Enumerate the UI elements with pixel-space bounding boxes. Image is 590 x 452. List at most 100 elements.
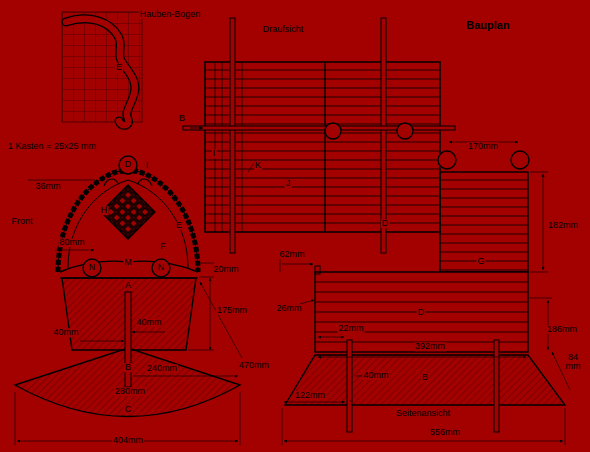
slat-line — [440, 225, 528, 226]
bow-template — [66, 19, 135, 126]
side-view — [282, 408, 283, 445]
drawing-label: B — [421, 373, 429, 382]
drawing-label: D — [124, 160, 133, 169]
slat-line — [205, 214, 440, 215]
drawing-label: 20mm — [212, 265, 239, 274]
drawing-label: 122mm — [294, 391, 326, 400]
slat-line — [205, 142, 440, 143]
drawing-label: 182mm — [547, 221, 579, 230]
drawing-title: Bauplan — [466, 19, 509, 31]
slat-line — [205, 79, 440, 80]
slat-line — [315, 322, 528, 323]
side-view — [438, 151, 456, 169]
front-view — [125, 292, 131, 387]
front-view — [199, 277, 214, 278]
slat-line — [205, 70, 440, 71]
slat-line — [205, 151, 440, 152]
front-view — [199, 263, 214, 264]
side-view — [440, 180, 528, 270]
front-view — [80, 341, 124, 342]
side-view — [494, 340, 499, 432]
drawing-label: Draufsicht — [262, 25, 305, 34]
side-view — [530, 172, 548, 173]
slat-line — [205, 169, 440, 170]
slat-line — [205, 88, 440, 89]
drawing-label: 80mm — [58, 238, 85, 247]
side-view — [440, 172, 528, 272]
slat-line — [440, 198, 528, 199]
front-view — [15, 156, 242, 445]
drawing-label: 240mm — [146, 364, 178, 373]
slat-line — [205, 115, 440, 116]
drawing-label: 556mm — [429, 428, 461, 437]
front-view — [101, 185, 155, 239]
side-view — [318, 357, 526, 358]
drawing-label: 170mm — [467, 142, 499, 151]
front-view — [58, 171, 198, 272]
slat-line — [205, 178, 440, 179]
side-view — [284, 402, 345, 403]
side-view — [280, 142, 570, 445]
drawing-label: 84 mm — [564, 353, 582, 372]
drawing-label: G — [476, 257, 485, 266]
slat-line — [205, 223, 440, 224]
side-view — [285, 355, 565, 405]
side-view — [315, 266, 320, 274]
drawing-label: I — [212, 149, 217, 158]
drawing-label: F — [159, 242, 167, 251]
drawing-label: 1 Kasten = 25x25 mm — [7, 142, 97, 151]
front-view — [200, 282, 242, 358]
side-view — [530, 298, 552, 299]
front-view — [68, 180, 188, 268]
top-view — [222, 62, 223, 232]
front-view — [152, 259, 170, 277]
drawing-label: N — [88, 263, 97, 272]
top-view — [190, 128, 203, 129]
side-view — [318, 337, 344, 338]
drawing-label: K — [254, 161, 262, 170]
drawing-label: A — [124, 281, 132, 290]
slat-line — [315, 282, 528, 283]
drawing-label: B — [178, 114, 186, 123]
drawing-label: E — [115, 63, 123, 72]
top-view — [324, 62, 325, 232]
front-view — [55, 250, 94, 251]
drawing-label: 62mm — [278, 250, 305, 259]
drawing-label: 392mm — [414, 342, 446, 351]
slat-line — [440, 234, 528, 235]
top-view — [183, 18, 455, 253]
drawing-label: 22mm — [337, 324, 364, 333]
drawing-label: I — [145, 161, 150, 170]
side-view — [565, 408, 566, 445]
drawing-label: J — [285, 179, 292, 188]
slat-line — [440, 207, 528, 208]
side-view — [543, 174, 544, 270]
slat-line — [440, 270, 528, 271]
drawing-label: 36mm — [34, 182, 61, 191]
drawing-label: D — [381, 219, 390, 228]
drawing-label: Hauben-Bogen — [139, 10, 202, 19]
front-view — [132, 332, 165, 333]
front-view — [28, 180, 95, 181]
bow-template — [66, 19, 135, 126]
front-view — [133, 376, 238, 377]
slat-line — [205, 187, 440, 188]
top-view — [397, 123, 413, 139]
slat-line — [315, 302, 528, 303]
front-view — [188, 350, 214, 351]
front-view — [83, 259, 101, 277]
top-view — [242, 62, 243, 232]
slat-line — [440, 252, 528, 253]
front-view — [15, 392, 16, 445]
drawing-label: B — [124, 363, 132, 372]
slat-line — [440, 189, 528, 190]
slat-line — [205, 196, 440, 197]
drawing-label: 175mm — [216, 306, 248, 315]
drawing-label: Front — [10, 217, 33, 226]
drawing-label: 40mm — [362, 371, 389, 380]
drawing-label: Seitenansicht — [395, 409, 451, 418]
drawing-label: 280mm — [114, 387, 146, 396]
front-view — [210, 278, 211, 350]
side-view — [315, 282, 528, 342]
